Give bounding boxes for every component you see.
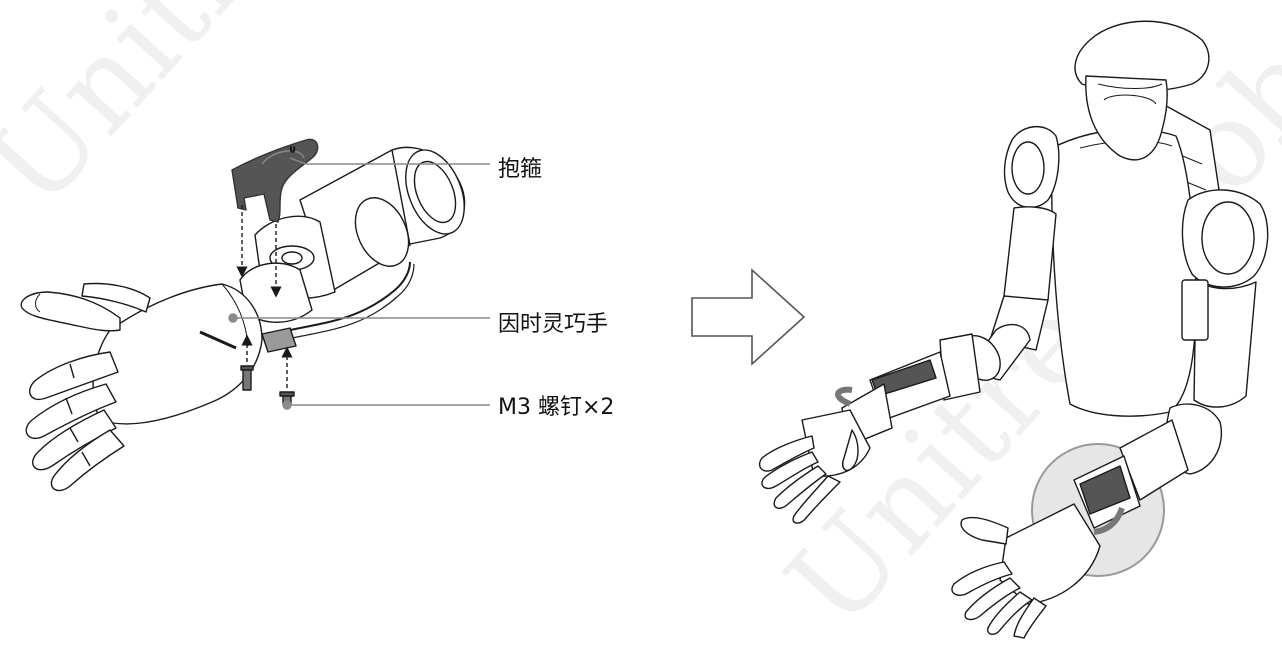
callout-dexterous-hand: 因时灵巧手 <box>498 312 609 337</box>
assembly-guides <box>236 205 293 388</box>
callout-clamp: 抱箍 <box>498 157 543 182</box>
svg-text:U: U <box>290 146 295 154</box>
hand-fingers <box>25 351 125 492</box>
wrist-actuator <box>239 146 466 323</box>
robot-torso <box>1050 128 1197 417</box>
wrist-cable <box>289 261 411 331</box>
humanoid-robot <box>758 20 1269 639</box>
hand-thumb <box>20 282 151 332</box>
callout-leaders <box>228 157 490 410</box>
direction-arrow <box>691 268 806 366</box>
wrist-connector <box>261 327 297 353</box>
m3-screws <box>240 365 295 405</box>
robot-head <box>1074 20 1210 161</box>
callout-screws: M3 螺钉×2 <box>498 395 615 420</box>
exploded-forearm-assembly: U <box>20 138 466 492</box>
robot-right-hand <box>999 503 1101 605</box>
